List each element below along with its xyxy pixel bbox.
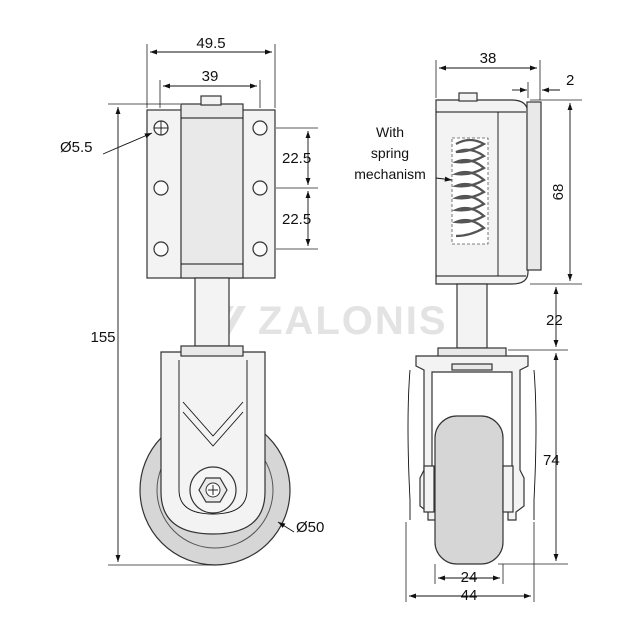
side-axle-left — [423, 465, 435, 513]
wheel-fork — [160, 351, 266, 535]
side-axle-right — [502, 465, 514, 513]
dim-fork-width: 44 — [461, 587, 478, 604]
axle-nut-icon — [189, 466, 237, 514]
mounting-hole — [153, 180, 169, 196]
note-line-3: mechanism — [354, 166, 426, 182]
spring-housing — [180, 103, 244, 279]
spring-icon — [451, 137, 489, 245]
watermark-logo: ZALONIS — [208, 299, 448, 343]
dim-hole-diameter: Ø5.5 — [60, 139, 93, 156]
note-line-1: With — [376, 124, 404, 140]
dim-width-overall: 49.5 — [196, 35, 225, 52]
front-view: 49.5 39 Ø5.5 22.5 22.5 155 Ø50 — [60, 35, 324, 566]
dim-height-total: 155 — [90, 329, 115, 346]
side-stem — [456, 283, 488, 349]
dim-hole-spacing-lower: 22.5 — [282, 211, 311, 228]
side-wheel — [434, 415, 504, 565]
dim-wheel-width: 24 — [461, 569, 478, 586]
fork-top-plate — [180, 345, 244, 357]
dim-width-inner: 39 — [202, 68, 219, 85]
dim-wheel-diameter: Ø50 — [296, 519, 324, 536]
dim-width-body: 38 — [480, 50, 497, 67]
dim-stem-length: 22 — [546, 312, 563, 329]
note-line-2: spring — [371, 145, 409, 161]
mounting-hole — [252, 241, 268, 257]
side-fork-bearing — [451, 363, 493, 371]
dim-thickness: 2 — [566, 72, 574, 89]
watermark-text: ZALONIS — [258, 299, 448, 343]
dim-height-body: 68 — [550, 184, 567, 201]
side-top-pin — [458, 92, 478, 102]
top-pin — [200, 95, 222, 106]
mounting-hole — [252, 120, 268, 136]
side-view: With spring mechanism 38 2 68 22 — [354, 50, 582, 604]
dim-hole-spacing-upper: 22.5 — [282, 150, 311, 167]
mounting-hole — [252, 180, 268, 196]
side-plate — [526, 101, 542, 271]
mounting-holes — [153, 120, 268, 257]
dim-fork-height: 74 — [543, 452, 560, 469]
mounting-hole — [153, 241, 169, 257]
swivel-stem — [194, 277, 230, 347]
